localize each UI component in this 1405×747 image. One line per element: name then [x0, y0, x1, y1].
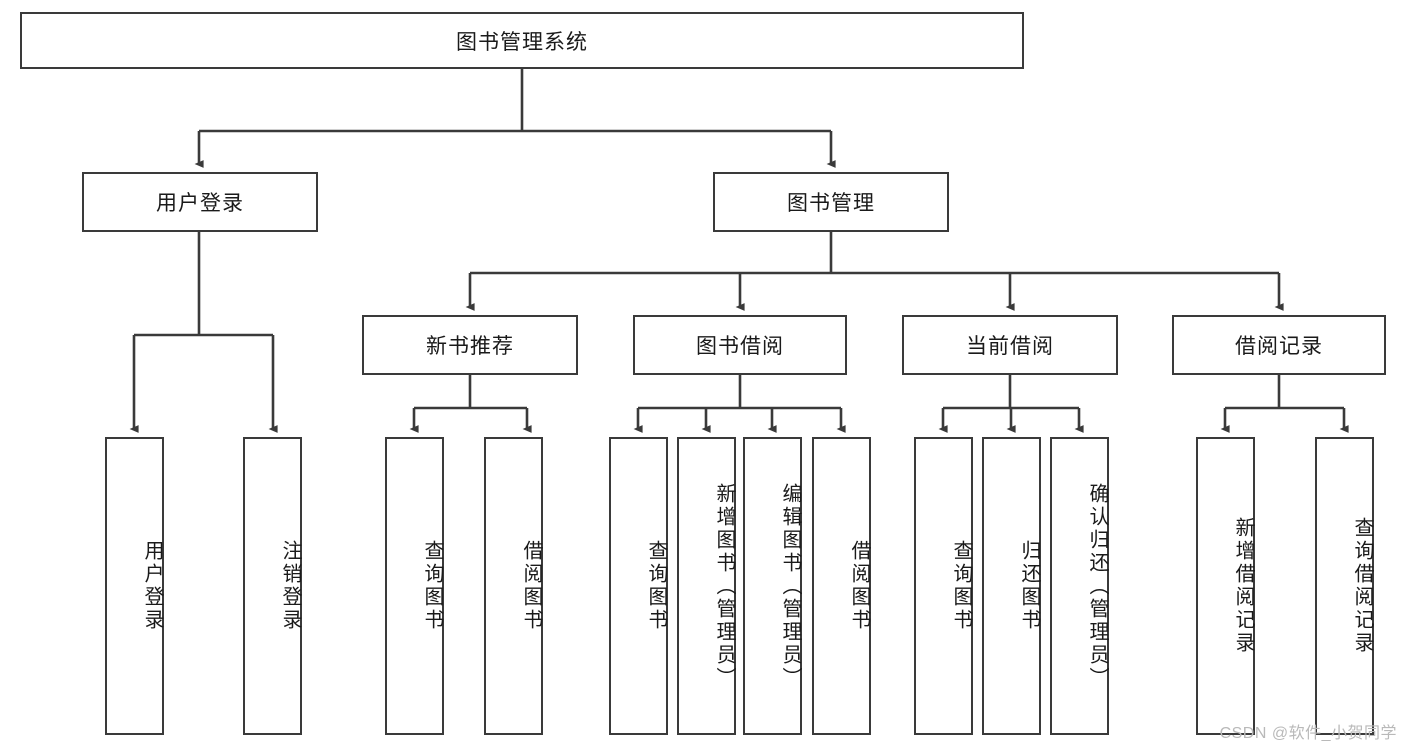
node-label: 新增图书（管理员）: [713, 482, 735, 690]
node-label: 查询借阅记录: [1351, 517, 1373, 655]
node-leaf-return-book[interactable]: 归还图书: [982, 437, 1041, 735]
node-label: 查询图书: [950, 540, 972, 632]
node-leaf-borrow-book-1[interactable]: 借阅图书: [484, 437, 543, 735]
node-label: 图书管理: [787, 192, 875, 215]
node-leaf-edit-book[interactable]: 编辑图书（管理员）: [743, 437, 802, 735]
node-leaf-query-book-3[interactable]: 查询图书: [914, 437, 973, 735]
node-leaf-confirm-return[interactable]: 确认归还（管理员）: [1050, 437, 1109, 735]
node-leaf-user-login[interactable]: 用户登录: [105, 437, 164, 735]
node-label: 图书借阅: [696, 335, 784, 358]
node-label: 确认归还（管理员）: [1086, 482, 1108, 690]
node-book-management-system[interactable]: 图书管理系统: [20, 12, 1024, 69]
node-leaf-add-borrow-record[interactable]: 新增借阅记录: [1196, 437, 1255, 735]
node-label: 编辑图书（管理员）: [779, 482, 801, 690]
node-user-login[interactable]: 用户登录: [82, 172, 318, 232]
node-label: 借阅图书: [520, 540, 542, 632]
node-label: 当前借阅: [966, 335, 1054, 358]
node-label: 借阅记录: [1235, 335, 1323, 358]
node-leaf-add-book[interactable]: 新增图书（管理员）: [677, 437, 736, 735]
node-label: 查询图书: [421, 540, 443, 632]
node-leaf-query-borrow-record[interactable]: 查询借阅记录: [1315, 437, 1374, 735]
node-label: 图书管理系统: [456, 30, 588, 54]
node-leaf-borrow-book-2[interactable]: 借阅图书: [812, 437, 871, 735]
node-new-book-recommend[interactable]: 新书推荐: [362, 315, 578, 375]
node-label: 借阅图书: [848, 540, 870, 632]
node-label: 注销登录: [279, 540, 301, 632]
node-current-borrow[interactable]: 当前借阅: [902, 315, 1118, 375]
node-borrow-record[interactable]: 借阅记录: [1172, 315, 1386, 375]
node-leaf-logout-login[interactable]: 注销登录: [243, 437, 302, 735]
node-leaf-query-book-1[interactable]: 查询图书: [385, 437, 444, 735]
node-label: 归还图书: [1018, 540, 1040, 632]
node-label: 用户登录: [141, 540, 163, 632]
node-leaf-query-book-2[interactable]: 查询图书: [609, 437, 668, 735]
node-book-borrow[interactable]: 图书借阅: [633, 315, 847, 375]
node-label: 新增借阅记录: [1232, 517, 1254, 655]
node-book-manage[interactable]: 图书管理: [713, 172, 949, 232]
node-label: 新书推荐: [426, 335, 514, 358]
csdn-watermark: CSDN @软件_小贺同学: [1219, 725, 1397, 742]
node-label: 查询图书: [645, 540, 667, 632]
node-label: 用户登录: [156, 192, 244, 215]
